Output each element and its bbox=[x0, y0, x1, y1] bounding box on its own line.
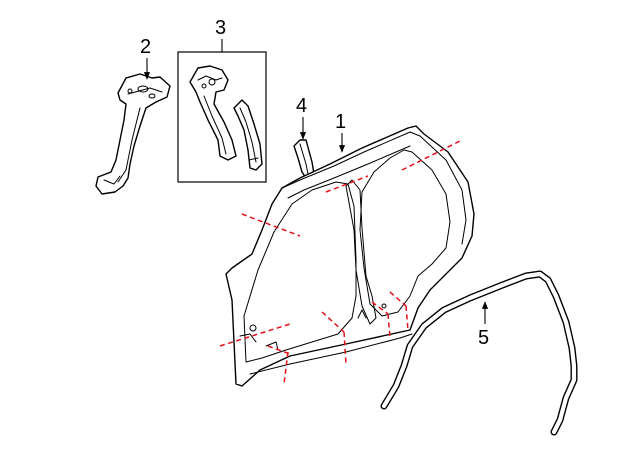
cut-line-center-a bbox=[321, 311, 345, 333]
cut-line-front-pillar bbox=[241, 213, 301, 237]
cut-line-center-roof bbox=[325, 175, 369, 193]
cut-line-rear-d bbox=[405, 305, 409, 331]
callout-1: 1 bbox=[335, 111, 346, 153]
cut-line-front-sill bbox=[219, 323, 291, 347]
callout-5: 5 bbox=[478, 301, 489, 349]
cut-line-rear-roof bbox=[401, 139, 463, 171]
callout-label-3: 3 bbox=[215, 17, 226, 39]
callout-label-2: 2 bbox=[140, 36, 151, 58]
callout-3: 3 bbox=[215, 17, 226, 52]
cut-line-rear-b bbox=[387, 313, 391, 339]
callout-label-4: 4 bbox=[296, 95, 307, 117]
part-2-pillar-reinforcement[interactable] bbox=[95, 73, 171, 195]
cut-line-sill-a bbox=[267, 345, 291, 355]
section-cut-lines bbox=[219, 139, 463, 385]
part-5-weatherstrip[interactable] bbox=[380, 270, 578, 436]
callout-2: 2 bbox=[140, 36, 151, 80]
callout-label-5: 5 bbox=[478, 327, 489, 349]
cut-line-sill-b bbox=[283, 351, 289, 385]
cut-line-rear-c bbox=[389, 291, 407, 307]
callout-label-1: 1 bbox=[335, 111, 346, 133]
cut-line-rear-a bbox=[371, 301, 389, 315]
part-1-side-body-frame[interactable] bbox=[225, 125, 475, 387]
part-3-pillar-kit[interactable] bbox=[177, 51, 267, 183]
callout-4: 4 bbox=[296, 95, 307, 140]
cut-line-center-b bbox=[343, 331, 347, 365]
